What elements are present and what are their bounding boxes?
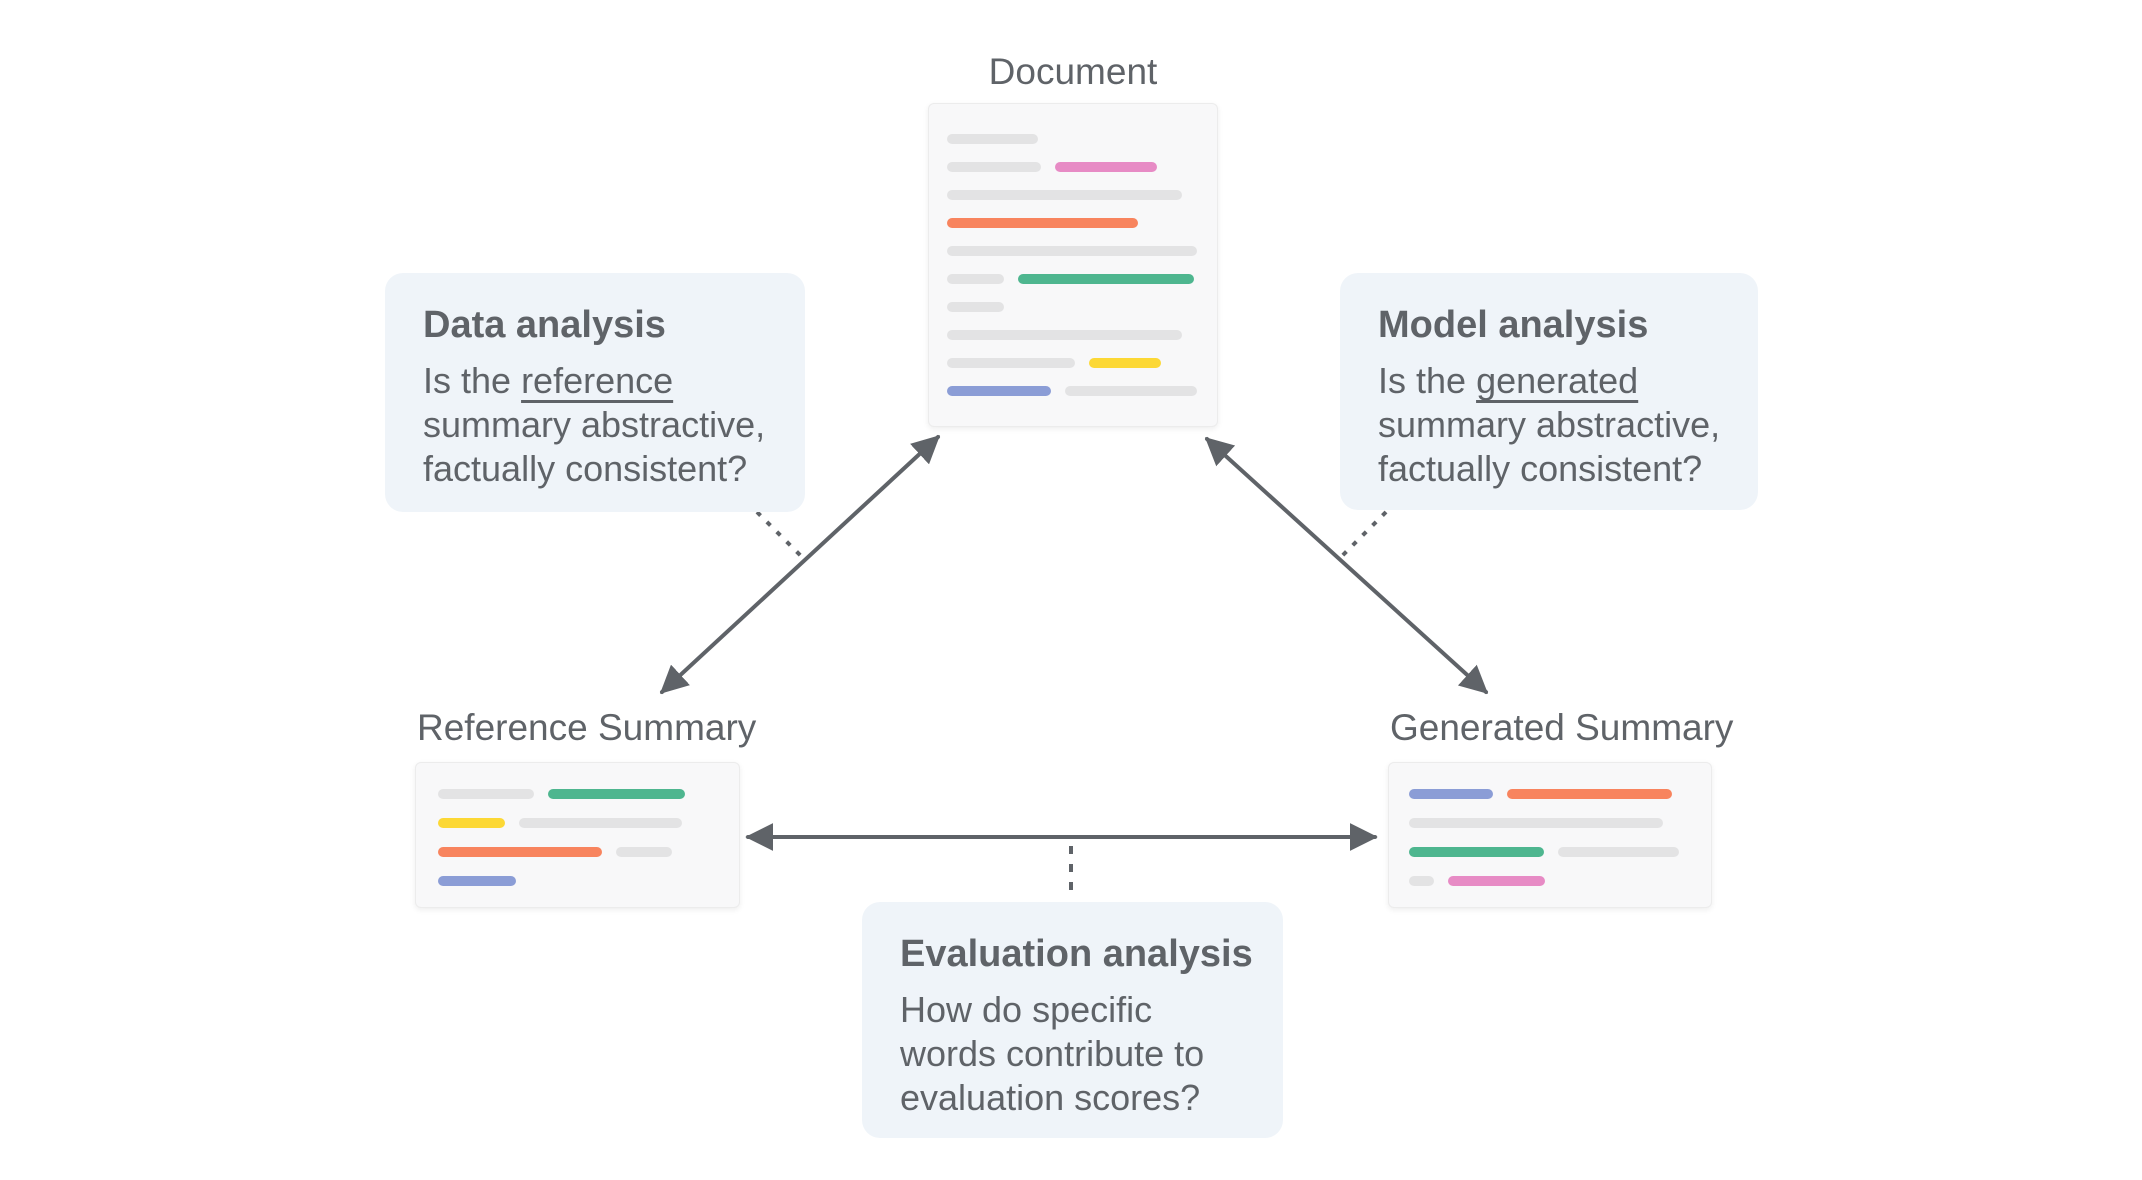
skeleton-text-row (947, 386, 1199, 396)
skeleton-text-row (438, 847, 717, 857)
evaluation-analysis-line2: words contribute to (900, 1033, 1205, 1074)
skeleton-line-gray (947, 246, 1197, 256)
skeleton-line-pink (1055, 162, 1157, 172)
underlined-word: reference (521, 360, 674, 401)
data-analysis-title: Data analysis (423, 304, 666, 346)
skeleton-text-row (1409, 876, 1691, 886)
skeleton-text-row (1409, 789, 1691, 799)
skeleton-text-row (947, 218, 1199, 228)
skeleton-line-gray (947, 274, 1004, 284)
skeleton-line-green (1018, 274, 1194, 284)
skeleton-line-gray (1409, 876, 1434, 886)
skeleton-line-blue (438, 876, 516, 886)
evaluation-analysis-title: Evaluation analysis (900, 933, 1253, 975)
skeleton-line-gray (947, 358, 1075, 368)
document-label: Document (988, 51, 1158, 92)
skeleton-line-gray (947, 162, 1041, 172)
skeleton-line-pink (1448, 876, 1545, 886)
skeleton-line-orange (947, 218, 1138, 228)
model-analysis-title: Model analysis (1378, 304, 1649, 346)
generated-summary-card (1388, 762, 1712, 908)
evaluation-analysis-line1: How do specific (900, 989, 1153, 1030)
skeleton-text-row (947, 330, 1199, 340)
skeleton-text-row (947, 358, 1199, 368)
skeleton-line-green (548, 789, 685, 799)
skeleton-line-gray (947, 190, 1182, 200)
model-analysis-connector (1339, 510, 1388, 559)
skeleton-text-row (438, 818, 717, 828)
skeleton-line-yellow (1089, 358, 1161, 368)
skeleton-line-blue (947, 386, 1051, 396)
model-analysis-line2: summary abstractive, (1378, 404, 1721, 445)
evaluation-analysis-box: Evaluation analysis How do specific word… (862, 902, 1283, 1138)
skeleton-text-row (947, 274, 1199, 284)
skeleton-line-gray (947, 302, 1004, 312)
skeleton-line-gray (1409, 818, 1663, 828)
model-analysis-line3: factually consistent? (1378, 448, 1703, 489)
skeleton-line-gray (616, 847, 672, 857)
generated-summary-label: Generated Summary (1390, 707, 1734, 748)
skeleton-text-row (1409, 847, 1691, 857)
skeleton-text-row (947, 162, 1199, 172)
data-analysis-line1: Is the reference (423, 360, 674, 401)
skeleton-line-yellow (438, 818, 505, 828)
data-analysis-connector (755, 510, 804, 559)
skeleton-line-gray (947, 330, 1182, 340)
model-analysis-line1: Is the generated (1378, 360, 1639, 401)
skeleton-text-row (438, 876, 717, 886)
skeleton-line-green (1409, 847, 1544, 857)
underlined-word: generated (1476, 360, 1639, 401)
data-analysis-box: Data analysis Is the reference summary a… (385, 273, 805, 512)
skeleton-line-orange (1507, 789, 1672, 799)
skeleton-line-blue (1409, 789, 1493, 799)
model-analysis-box: Model analysis Is the generated summary … (1340, 273, 1758, 510)
skeleton-line-gray (1558, 847, 1679, 857)
skeleton-text-row (1409, 818, 1691, 828)
skeleton-text-row (947, 302, 1199, 312)
skeleton-line-gray (438, 789, 534, 799)
evaluation-analysis-line3: evaluation scores? (900, 1077, 1201, 1118)
skeleton-line-gray (947, 134, 1038, 144)
skeleton-text-row (947, 190, 1199, 200)
skeleton-text-row (947, 134, 1199, 144)
reference-summary-label: Reference Summary (417, 707, 757, 748)
skeleton-line-orange (438, 847, 602, 857)
document-card (928, 103, 1218, 427)
skeleton-text-row (438, 789, 717, 799)
skeleton-line-gray (1065, 386, 1197, 396)
skeleton-text-row (947, 246, 1199, 256)
reference-summary-card (415, 762, 740, 908)
data-analysis-line2: summary abstractive, (423, 404, 766, 445)
skeleton-line-gray (519, 818, 682, 828)
data-analysis-line3: factually consistent? (423, 448, 748, 489)
